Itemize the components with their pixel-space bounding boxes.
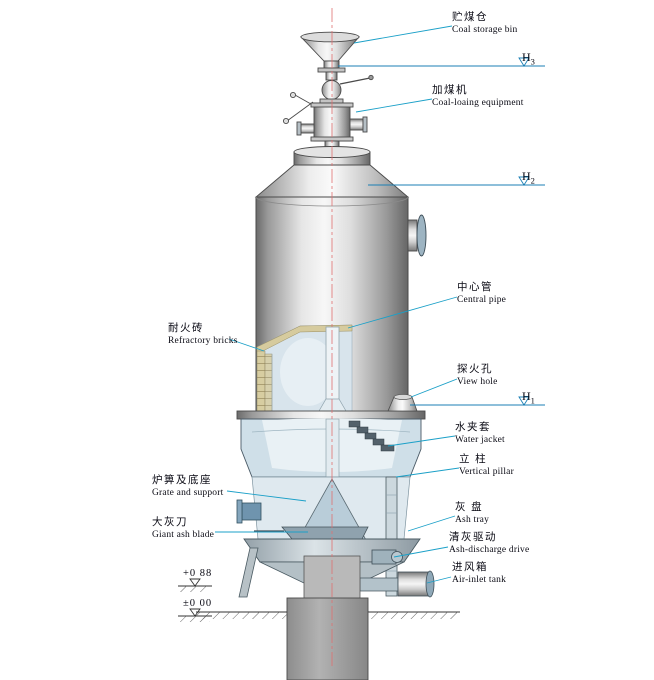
label-ash-tray: 灰 盘 Ash tray [455, 501, 489, 527]
elevation-label-h1: H1 [522, 389, 535, 405]
vertical-pillar-part [385, 476, 398, 597]
elevation-label-h2: H2 [522, 169, 535, 185]
label-air-inlet-tank: 进风箱 Air-inlet tank [452, 561, 506, 587]
label-coal-storage-bin: 贮煤仓 Coal storage bin [452, 11, 517, 37]
datum-label-upper: +0 88 [183, 568, 213, 579]
elevation-datum-lines [338, 57, 545, 406]
label-zh: 贮煤仓 [452, 12, 488, 23]
label-en: Vertical pillar [459, 467, 514, 478]
side-nozzle [407, 214, 427, 257]
left-support-leg [238, 547, 259, 598]
leader-lines [215, 25, 460, 584]
grate-drive-steps [348, 420, 395, 452]
label-en: Ash-discharge drive [449, 545, 530, 556]
air-inlet-tank-part [359, 570, 435, 598]
label-en: Air-inlet tank [452, 575, 507, 586]
label-en: Giant ash blade [152, 530, 215, 541]
label-en: Grate and support [152, 488, 224, 499]
label-zh: 大灰刀 [152, 517, 188, 528]
label-zh: 探火孔 [457, 364, 493, 375]
label-coal-loading-equipment: 加煤机 Coal-loaing equipment [432, 84, 524, 110]
label-en: Refractory bricks [168, 336, 238, 347]
label-zh: 水夹套 [455, 422, 491, 433]
label-giant-ash-blade: 大灰刀 Giant ash blade [152, 516, 214, 542]
label-ash-discharge-drive: 清灰驱动 Ash-discharge drive [449, 531, 529, 557]
coal-loading-valve [319, 71, 374, 104]
label-grate-and-support: 炉箅及底座 Grate and support [152, 474, 223, 500]
elevation-letter: H [522, 169, 531, 183]
label-vertical-pillar: 立 柱 Vertical pillar [459, 453, 514, 479]
left-water-nozzle [236, 499, 262, 524]
ground-line [196, 611, 460, 619]
lower-flange [236, 410, 426, 420]
label-zh: 中心管 [457, 282, 493, 293]
label-view-hole: 探火孔 View hole [457, 363, 498, 389]
elevation-sub: 1 [530, 395, 535, 406]
central-pipe-lower [325, 418, 340, 478]
elevation-sub: 3 [530, 56, 535, 67]
elevation-sub: 2 [530, 175, 535, 186]
elevation-label-h3: H3 [522, 50, 535, 66]
label-en: Coal storage bin [452, 25, 518, 36]
label-zh: 耐火砖 [168, 323, 204, 334]
label-zh: 进风箱 [452, 562, 488, 573]
coal-storage-hopper [299, 31, 360, 73]
label-central-pipe: 中心管 Central pipe [457, 281, 506, 307]
elevation-letter: H [522, 389, 531, 403]
datum-label-zero: ±0 00 [183, 598, 213, 609]
label-en: Central pipe [457, 295, 507, 306]
label-zh: 加煤机 [432, 85, 468, 96]
label-water-jacket: 水夹套 Water jacket [455, 421, 505, 447]
label-zh: 清灰驱动 [449, 532, 497, 543]
label-refractory-bricks: 耐火砖 Refractory bricks [168, 322, 238, 348]
label-en: View hole [457, 377, 498, 388]
label-en: Water jacket [455, 435, 505, 446]
label-zh: 立 柱 [459, 454, 488, 465]
elevation-letter: H [522, 50, 531, 64]
ash-discharge-drive-part [371, 549, 403, 565]
datum-symbol-upper [178, 578, 212, 592]
label-zh: 炉箅及底座 [152, 475, 212, 486]
label-zh: 灰 盘 [455, 502, 484, 513]
label-en: Coal-loaing equipment [432, 98, 524, 109]
datum-symbol-zero [178, 608, 212, 622]
label-en: Ash tray [455, 515, 490, 526]
